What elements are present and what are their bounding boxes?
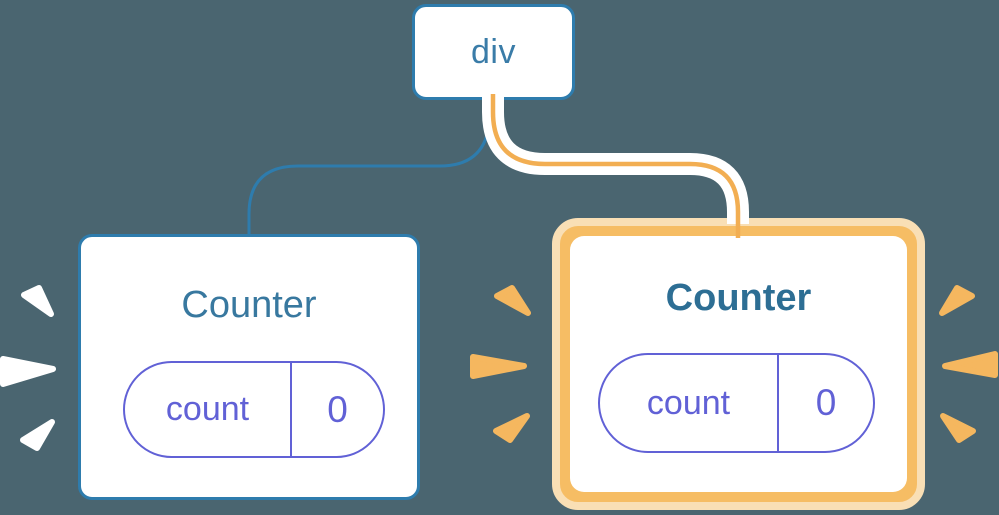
burst-ray-icon <box>940 413 976 443</box>
root-node-label: div <box>471 32 516 71</box>
state-key-left: count <box>125 363 292 456</box>
burst-ray-icon <box>494 285 531 316</box>
tree-root-node: div <box>412 4 575 100</box>
burst-ray-icon <box>20 419 55 451</box>
burst-orange-left-group <box>470 285 531 443</box>
counter-card-right-highlight-ring: Counter count 0 <box>552 218 925 510</box>
burst-ray-icon <box>493 413 530 443</box>
burst-ray-icon <box>0 356 56 387</box>
burst-orange-right-group <box>939 285 998 443</box>
counter-title-left: Counter <box>181 284 317 326</box>
connector-right-casing <box>482 94 749 224</box>
burst-ray-icon <box>939 285 975 316</box>
state-value-left: 0 <box>327 388 348 430</box>
counter-title-right: Counter <box>665 277 812 319</box>
counter-card-right: Counter count 0 <box>570 236 907 492</box>
burst-ray-icon <box>942 351 998 378</box>
connector-right-line <box>490 94 741 238</box>
state-key-right: count <box>600 355 779 451</box>
connector-left-line <box>247 100 492 236</box>
burst-ray-icon <box>470 354 527 379</box>
state-value-right: 0 <box>815 382 837 423</box>
state-pill-left: count 0 <box>123 361 385 458</box>
burst-white-group <box>0 285 56 451</box>
state-pill-right: count 0 <box>598 353 875 453</box>
burst-ray-icon <box>21 285 54 317</box>
counter-card-left: Counter count 0 <box>78 234 420 500</box>
